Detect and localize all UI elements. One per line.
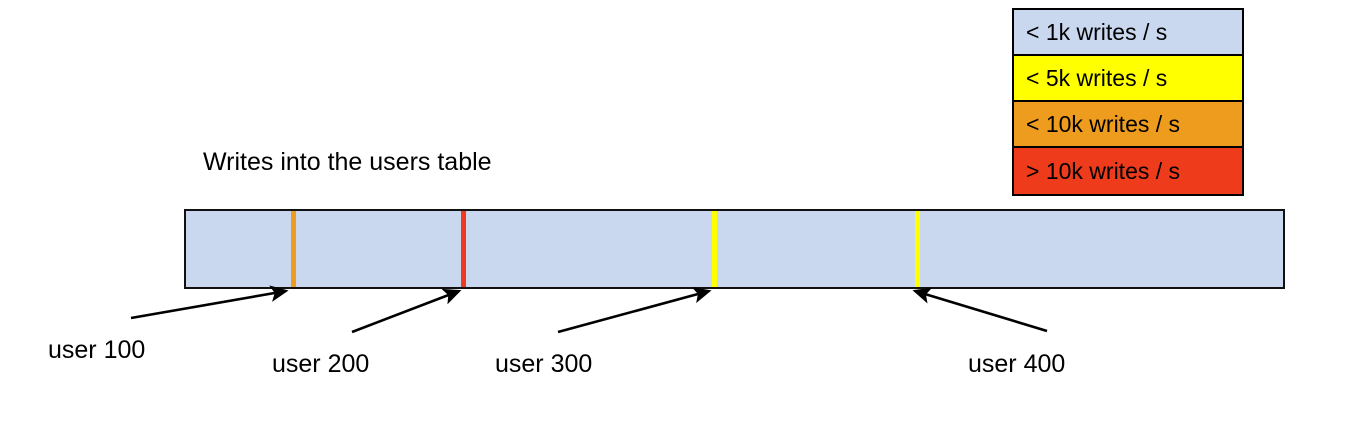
legend-item-label: < 5k writes / s [1026,64,1168,91]
legend-item-over-10k: > 10k writes / s [1014,148,1242,194]
legend-item-label: < 10k writes / s [1026,110,1181,137]
user-200-marker [461,211,466,287]
legend-item-under-1k: < 1k writes / s [1014,10,1242,56]
arrow-user-100 [130,285,289,320]
label-user-100: user 100 [48,336,146,364]
label-user-300: user 300 [495,350,593,378]
user-100-marker [291,211,296,287]
arrow-user-200 [351,288,462,334]
legend-item-label: > 10k writes / s [1026,157,1181,184]
arrow-user-300 [557,287,712,334]
diagram-caption: Writes into the users table [203,148,492,176]
legend-item-under-5k: < 5k writes / s [1014,56,1242,102]
user-400-marker [915,211,920,287]
users-table-bar [184,209,1285,289]
user-300-marker [712,211,717,287]
label-user-200: user 200 [272,350,370,378]
legend-item-under-10k: < 10k writes / s [1014,102,1242,148]
arrow-user-400 [912,287,1048,333]
writes-legend: < 1k writes / s < 5k writes / s < 10k wr… [1012,8,1244,196]
legend-item-label: < 1k writes / s [1026,18,1168,45]
label-user-400: user 400 [968,350,1066,378]
